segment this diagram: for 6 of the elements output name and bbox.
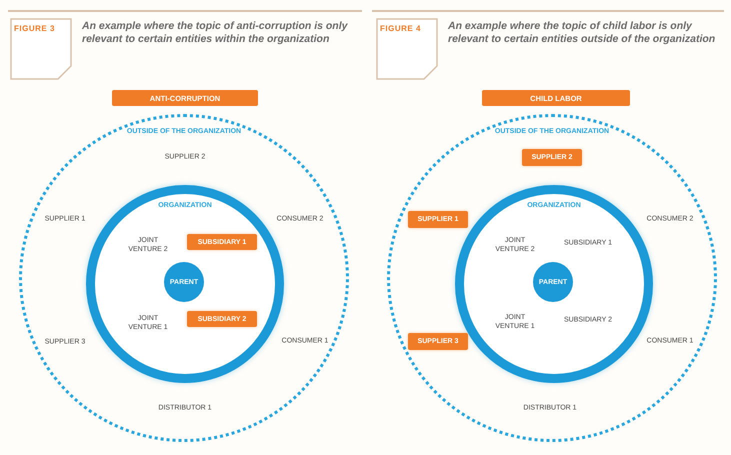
figure-number: FIGURE 3 <box>14 24 55 33</box>
figure-heading: An example where the topic of child labor is only relevant to certain entities outside of the organization <box>448 20 716 46</box>
dotted-circle <box>19 114 349 442</box>
dotted-circle <box>387 114 717 442</box>
figure-heading: An example where the topic of anti-corruption is only relevant to certain entities within the organization <box>82 20 349 46</box>
figure-number: FIGURE 4 <box>380 24 421 33</box>
